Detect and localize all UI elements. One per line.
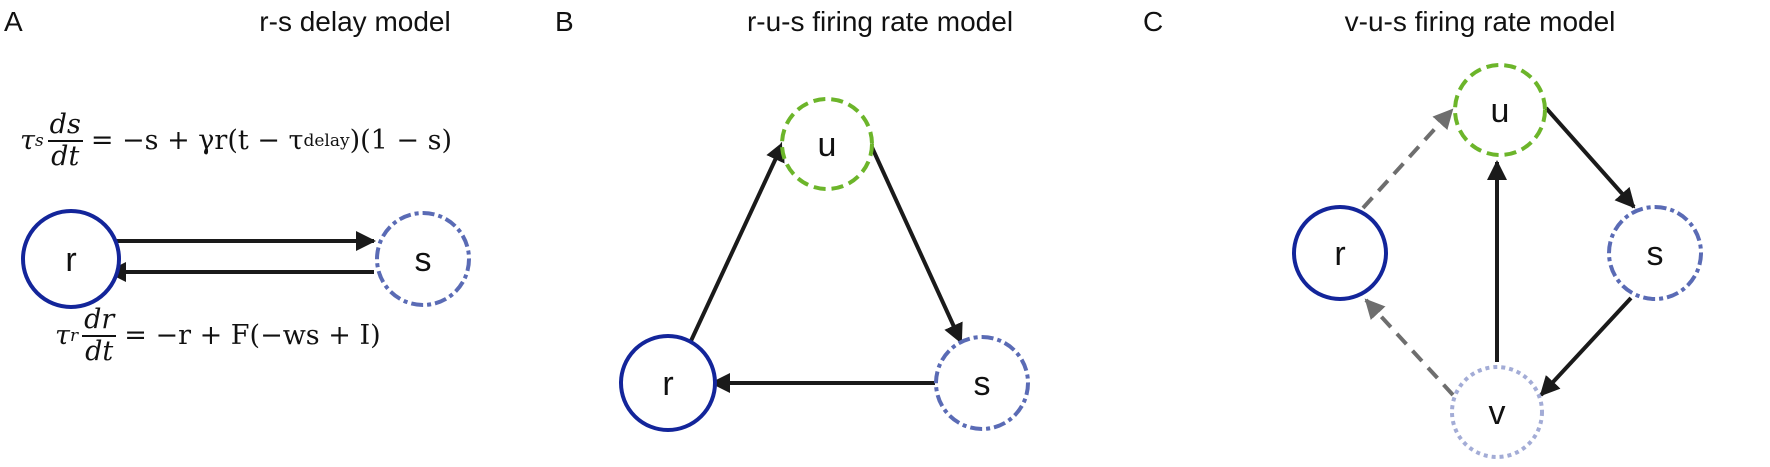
eq-numerator: dr bbox=[82, 304, 117, 337]
node-r-label: r bbox=[1334, 235, 1345, 273]
arrow-u-to-s bbox=[1544, 106, 1636, 209]
eq-rhs-end: )(1 − s) bbox=[349, 125, 452, 157]
node-u-circle bbox=[780, 97, 874, 191]
eq-numerator: ds bbox=[47, 109, 83, 142]
dashed-arrow-v-to-r bbox=[1364, 298, 1455, 397]
node-s-circle bbox=[934, 335, 1030, 431]
panel-label-c: C bbox=[1143, 6, 1164, 37]
node-r-circle bbox=[1292, 205, 1388, 301]
eq-tau: τ bbox=[20, 125, 35, 157]
panel-title-a: r-s delay model bbox=[259, 6, 451, 37]
eq-rhs: = −r + F(−ws + I) bbox=[124, 320, 381, 352]
panel-title-b: r-u-s firing rate model bbox=[746, 6, 1014, 37]
node-r-circle bbox=[21, 209, 121, 309]
node-s-circle bbox=[375, 211, 471, 307]
node-s-label: s bbox=[1647, 235, 1664, 273]
node-s-label: s bbox=[415, 241, 432, 279]
node-u-circle bbox=[1453, 63, 1547, 157]
eq-sub: s bbox=[34, 130, 44, 151]
panel-title-c: v-u-s firing rate model bbox=[1344, 6, 1616, 37]
panel-label-a: A bbox=[4, 6, 23, 37]
eq-denominator: dt bbox=[51, 140, 80, 172]
node-r-label: r bbox=[662, 365, 673, 403]
arrow-u-to-s bbox=[868, 142, 963, 344]
eq-sub-delay: delay bbox=[303, 130, 350, 151]
node-v-circle bbox=[1450, 365, 1544, 459]
node-r-circle bbox=[619, 334, 717, 432]
node-v-label: v bbox=[1489, 394, 1506, 432]
node-r-label: r bbox=[65, 241, 76, 279]
node-s-label: s bbox=[974, 365, 991, 403]
node-u-label: u bbox=[818, 126, 837, 164]
arrow-s-to-v bbox=[1539, 296, 1633, 397]
eq-tau: τ bbox=[55, 320, 70, 352]
eq-rhs: = −s + γr(t − τ bbox=[90, 125, 304, 157]
panel-label-b: B bbox=[555, 6, 574, 37]
arrow-r-to-u bbox=[688, 141, 785, 344]
node-s-circle bbox=[1607, 205, 1703, 301]
eq-denominator: dt bbox=[85, 335, 114, 367]
node-u-label: u bbox=[1491, 92, 1510, 130]
eq-sub: r bbox=[69, 325, 79, 346]
dashed-arrow-r-to-u bbox=[1361, 108, 1454, 210]
